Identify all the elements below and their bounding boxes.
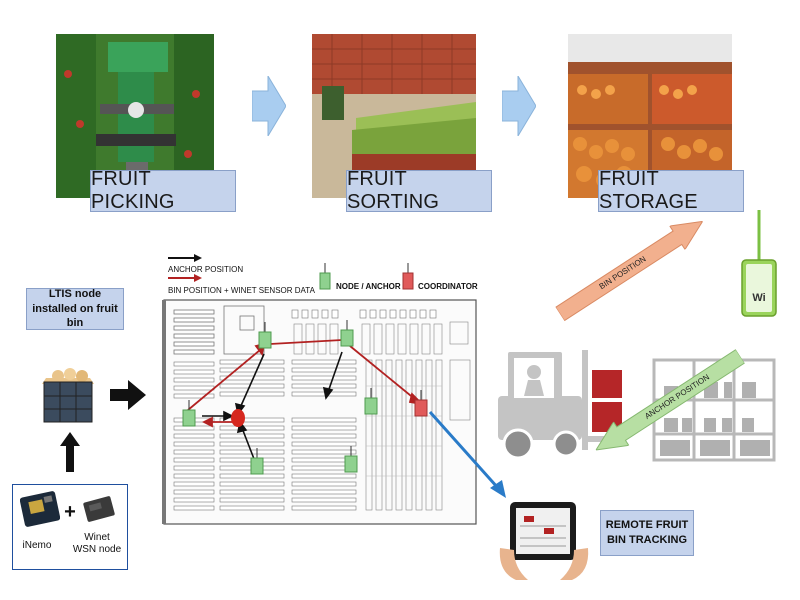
legend-anchor-position: ANCHOR POSITION <box>168 265 244 274</box>
winet-node-icon <box>83 496 115 522</box>
tablet-icon <box>499 502 589 580</box>
legend-node-anchor: NODE / ANCHOR <box>336 282 401 291</box>
stage-label-fruit-storage: FRUIT STORAGE <box>598 168 744 213</box>
plus-sign: + <box>64 501 76 523</box>
up-arrow-icon <box>60 432 80 472</box>
node-anchor-legend-icon <box>319 263 331 290</box>
coordinator-icon <box>414 390 428 417</box>
node-anchor-icon <box>182 400 196 427</box>
winet-label: Winet WSN node <box>72 532 122 555</box>
flow-arrow-icon <box>502 76 536 136</box>
warehouse-scene <box>494 340 794 470</box>
stage-label-fruit-picking: FRUIT PICKING <box>90 168 236 213</box>
coordinator-legend-icon <box>402 263 414 290</box>
inemo-board-icon <box>20 491 60 527</box>
remote-arrow-icon <box>428 410 506 498</box>
flow-arrow-icon <box>252 76 286 136</box>
gateway-icon <box>741 210 777 317</box>
inemo-label: iNemo <box>22 540 52 551</box>
bin-position-arrow-label: BIN POSITION <box>597 254 648 292</box>
gateway-wi-label: Wi <box>752 292 766 304</box>
fruit-bin-icon <box>42 368 94 423</box>
node-anchor-icon <box>250 448 264 475</box>
node-anchor-icon <box>364 388 378 415</box>
node-anchor-icon <box>340 320 354 347</box>
right-arrow-icon <box>110 380 146 410</box>
bin-arrow-legend-icon <box>168 274 202 282</box>
ltis-node-label: LTIS node installed on fruit bin <box>26 288 124 330</box>
anchor-arrow-legend-icon <box>168 254 202 262</box>
node-anchor-icon <box>344 446 358 473</box>
stage-label-fruit-sorting: FRUIT SORTING <box>346 168 492 213</box>
legend-bin-position: BIN POSITION + WINET SENSOR DATA <box>168 286 315 295</box>
remote-tracking-label: REMOTE FRUIT BIN TRACKING <box>600 510 694 556</box>
legend-coordinator: COORDINATOR <box>418 282 478 291</box>
fruit-picking-photo <box>56 34 214 198</box>
node-anchor-icon <box>258 322 272 349</box>
bin-position-arrow: BIN POSITION <box>552 210 710 326</box>
anchor-position-arrow: ANCHOR POSITION <box>588 345 748 462</box>
